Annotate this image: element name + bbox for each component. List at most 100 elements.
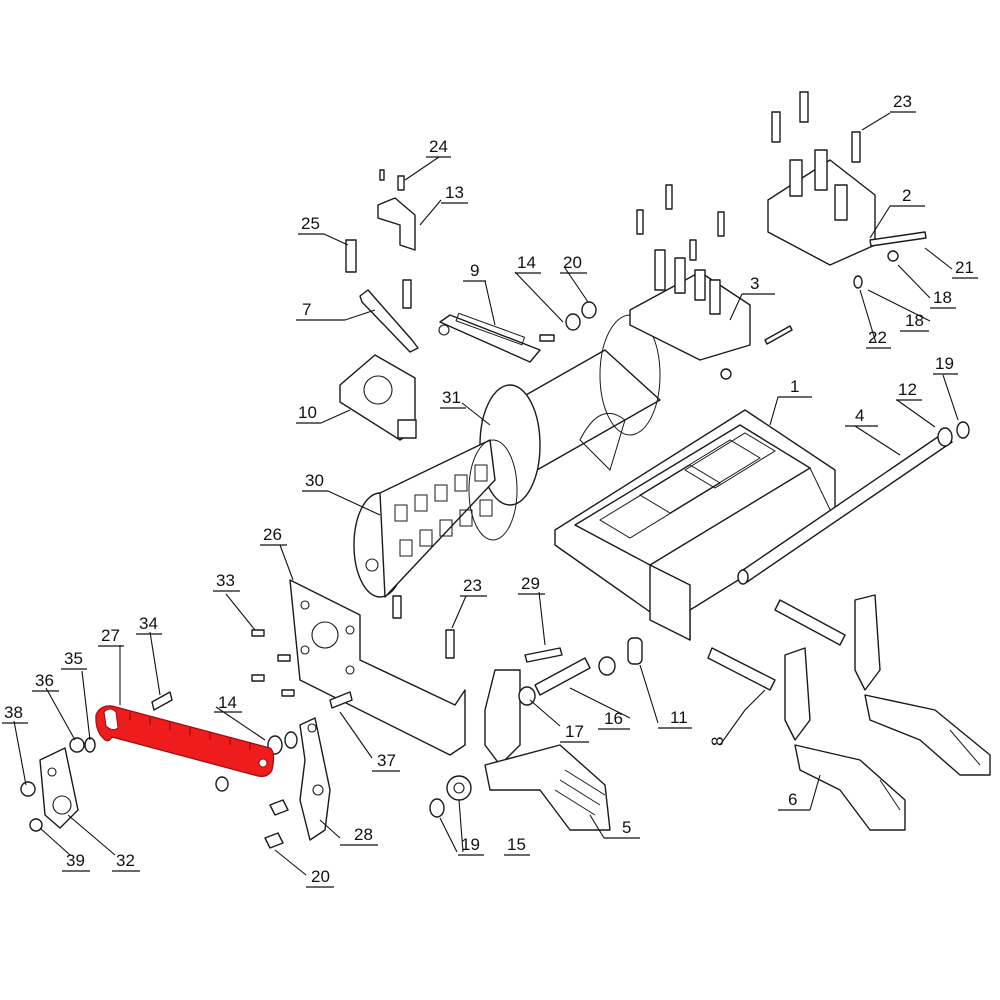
- callout-28: 28: [340, 825, 378, 846]
- svg-text:19: 19: [935, 354, 954, 373]
- svg-text:35: 35: [64, 649, 83, 668]
- callout-26: 26: [260, 525, 287, 546]
- svg-text:6: 6: [788, 790, 797, 809]
- callout-2: 2: [890, 186, 925, 207]
- callout-17: 17: [560, 722, 589, 743]
- svg-text:37: 37: [377, 751, 396, 770]
- highlighted-part-27: [95, 705, 275, 777]
- svg-text:20: 20: [311, 867, 330, 886]
- callout-39: 39: [62, 851, 90, 872]
- callout-36: 36: [32, 671, 59, 692]
- callout-38: 38: [2, 703, 28, 724]
- callout-10: 10: [296, 403, 321, 424]
- svg-text:11: 11: [670, 708, 688, 727]
- callout-34: 34: [136, 614, 162, 635]
- callout-32: 32: [112, 851, 140, 872]
- svg-text:30: 30: [305, 471, 324, 490]
- part-shaft: [737, 421, 970, 585]
- svg-text:5: 5: [622, 818, 631, 837]
- part-pedal-5: [484, 669, 611, 831]
- svg-text:34: 34: [139, 614, 158, 633]
- part-arm: [438, 312, 555, 363]
- leader-lines: [13, 112, 959, 876]
- svg-text:2: 2: [902, 186, 911, 205]
- callout-1: 1: [778, 377, 812, 398]
- part-valve-block-2: [767, 91, 927, 289]
- svg-text:10: 10: [298, 403, 317, 422]
- callout-37: 37: [372, 751, 400, 772]
- svg-text:18: 18: [933, 288, 952, 307]
- svg-text:26: 26: [263, 525, 282, 544]
- svg-text:36: 36: [35, 671, 54, 690]
- part-pedal-6: [784, 594, 991, 831]
- svg-text:25: 25: [301, 214, 320, 233]
- callout-7: 7: [296, 300, 345, 321]
- svg-text:38: 38: [4, 703, 23, 722]
- callout-5: 5: [604, 818, 640, 839]
- svg-text:28: 28: [354, 825, 373, 844]
- callout-25: 25: [298, 214, 324, 235]
- callout-13: 13: [441, 183, 468, 204]
- part-frame: [554, 409, 836, 641]
- svg-text:21: 21: [955, 258, 974, 277]
- svg-text:31: 31: [442, 388, 461, 407]
- callout-15: 15: [504, 835, 530, 856]
- callout-labels: 1 2 3 4 5 6 7 8 9 10 11 12 13 14 14 15 1…: [2, 92, 978, 888]
- part-link-plate: [264, 691, 353, 849]
- svg-text:23: 23: [893, 92, 912, 111]
- callout-35: 35: [61, 649, 87, 670]
- svg-text:13: 13: [445, 183, 464, 202]
- part-bolts-29-16: [429, 647, 616, 818]
- svg-text:14: 14: [517, 253, 536, 272]
- svg-text:22: 22: [868, 328, 887, 347]
- callout-8: 8: [708, 737, 727, 746]
- svg-text:17: 17: [565, 722, 584, 741]
- callout-18-b: 18: [900, 311, 929, 332]
- svg-text:24: 24: [429, 137, 448, 156]
- callout-19-right: 19: [933, 354, 958, 375]
- svg-text:4: 4: [855, 406, 864, 425]
- callout-24: 24: [426, 137, 451, 158]
- part-valve-block-3: [629, 184, 793, 380]
- part-pin: [151, 691, 229, 792]
- svg-text:1: 1: [790, 377, 799, 396]
- callout-18-a: 18: [930, 288, 956, 309]
- svg-text:14: 14: [218, 693, 237, 712]
- part-side-plate: [289, 579, 466, 756]
- svg-text:18: 18: [905, 311, 924, 330]
- part-springs: [627, 599, 846, 691]
- part-washers-top: [565, 301, 597, 331]
- svg-text:23: 23: [463, 576, 482, 595]
- svg-text:15: 15: [507, 835, 526, 854]
- part-cam-drum: [353, 439, 518, 598]
- callout-23-top: 23: [890, 92, 916, 113]
- callout-12: 12: [896, 380, 922, 401]
- part-pivot-bracket: [20, 737, 96, 832]
- svg-text:39: 39: [66, 851, 85, 870]
- callout-6: 6: [778, 790, 810, 811]
- callout-14: 14: [515, 253, 541, 274]
- svg-text:8: 8: [708, 737, 727, 746]
- callout-31: 31: [440, 388, 466, 409]
- callout-20-lower: 20: [306, 867, 334, 888]
- callout-33: 33: [213, 571, 240, 592]
- svg-text:33: 33: [216, 571, 235, 590]
- callout-19-lower: 19: [458, 835, 484, 856]
- callout-21: 21: [952, 258, 978, 279]
- part-bracket: [377, 169, 416, 251]
- svg-text:9: 9: [470, 261, 479, 280]
- svg-text:7: 7: [302, 300, 311, 319]
- svg-text:12: 12: [898, 380, 917, 399]
- callout-9: 9: [463, 261, 486, 282]
- callout-16: 16: [598, 709, 630, 730]
- callout-20-top: 20: [560, 253, 587, 274]
- part-bearing-block: [339, 354, 417, 441]
- callout-27: 27: [98, 626, 124, 647]
- callout-3: 3: [742, 274, 775, 295]
- part-small-bolts: [251, 629, 455, 697]
- callout-4: 4: [845, 406, 878, 427]
- svg-text:29: 29: [521, 574, 540, 593]
- callout-23-mid: 23: [460, 576, 487, 597]
